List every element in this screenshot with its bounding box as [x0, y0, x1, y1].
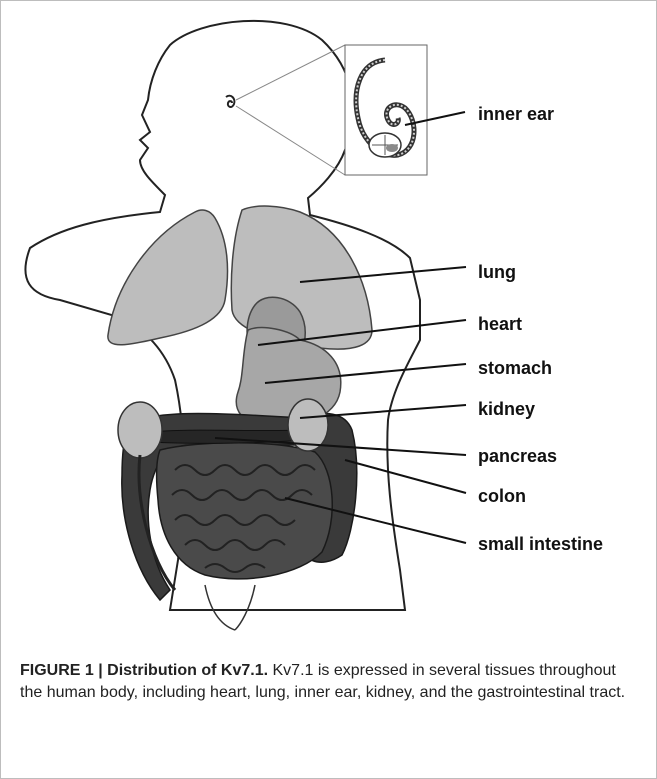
- pancreas-organ: [150, 430, 305, 443]
- label-lung: lung: [478, 262, 516, 282]
- label-kidney: kidney: [478, 399, 535, 419]
- label-colon: colon: [478, 486, 526, 506]
- caption-heading: FIGURE 1 | Distribution of Kv7.1.: [20, 662, 268, 679]
- small-intestine-organ: [157, 443, 333, 579]
- label-small-intestine: small intestine: [478, 534, 603, 554]
- figure-caption: FIGURE 1 | Distribution of Kv7.1. Kv7.1 …: [20, 660, 640, 704]
- label-pancreas: pancreas: [478, 446, 557, 466]
- label-inner-ear: inner ear: [478, 104, 554, 124]
- label-stomach: stomach: [478, 358, 552, 378]
- label-heart: heart: [478, 314, 522, 334]
- anatomy-diagram: inner ear lung heart stomach kidney panc…: [0, 0, 657, 650]
- left-kidney: [118, 402, 162, 458]
